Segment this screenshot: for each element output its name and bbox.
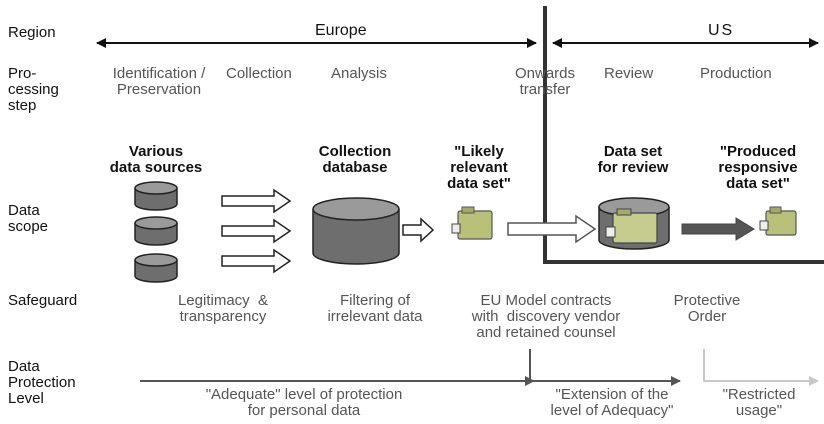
protection-restricted: "Restricted usage" xyxy=(722,386,796,419)
safeguard-eu-model: EU Model contracts with discovery vendor… xyxy=(471,292,621,341)
scope-review-set: Data set for review xyxy=(597,143,669,176)
review-folder-icon xyxy=(605,208,658,244)
protection-adequate: "Adequate" level of protection for perso… xyxy=(205,386,403,419)
source-cylinder xyxy=(134,181,178,211)
hollow-arrow xyxy=(402,217,435,243)
step-identification: Identification / Preservation xyxy=(112,65,206,98)
row-label-processing-step: Pro- cessing step xyxy=(8,65,59,114)
row-label-data-scope: Data scope xyxy=(8,202,49,235)
scope-collection-database: Collection database xyxy=(318,143,392,176)
scope-likely-relevant: "Likely relevant data set" xyxy=(447,143,511,192)
row-label-data-protection-level: Data Protection Level xyxy=(8,358,76,407)
row-label-safeguard: Safeguard xyxy=(8,292,78,309)
scope-produced-set: "Produced responsive data set" xyxy=(718,143,798,192)
extension-level-arrow xyxy=(529,349,681,386)
hollow-arrow xyxy=(221,248,292,274)
collection-database-cylinder xyxy=(312,197,400,265)
step-production: Production xyxy=(700,65,772,82)
hollow-arrow xyxy=(221,188,292,214)
region-europe: Europe xyxy=(315,22,367,39)
step-review: Review xyxy=(604,65,654,82)
restricted-usage-arrow xyxy=(703,349,819,386)
safeguard-filtering: Filtering of irrelevant data xyxy=(327,292,423,325)
safeguard-protective-order: Protective Order xyxy=(673,292,741,325)
step-onwards-transfer: Onwards transfer xyxy=(514,65,576,98)
hollow-arrow xyxy=(221,218,292,244)
produced-folder-icon xyxy=(759,206,797,236)
safeguard-legitimacy: Legitimacy & transparency xyxy=(177,292,269,325)
likely-relevant-folder-icon xyxy=(451,206,493,240)
row-label-region: Region xyxy=(8,24,56,41)
source-cylinder xyxy=(134,253,178,283)
onwards-transfer-arrow xyxy=(507,214,597,244)
step-analysis: Analysis xyxy=(331,65,387,82)
protection-extension: "Extension of the level of Adequacy" xyxy=(550,386,674,419)
region-us: US xyxy=(708,22,735,39)
step-collection: Collection xyxy=(226,65,292,82)
source-cylinder xyxy=(134,216,178,246)
scope-various-sources: Various data sources xyxy=(109,143,203,176)
production-arrow xyxy=(681,217,755,241)
